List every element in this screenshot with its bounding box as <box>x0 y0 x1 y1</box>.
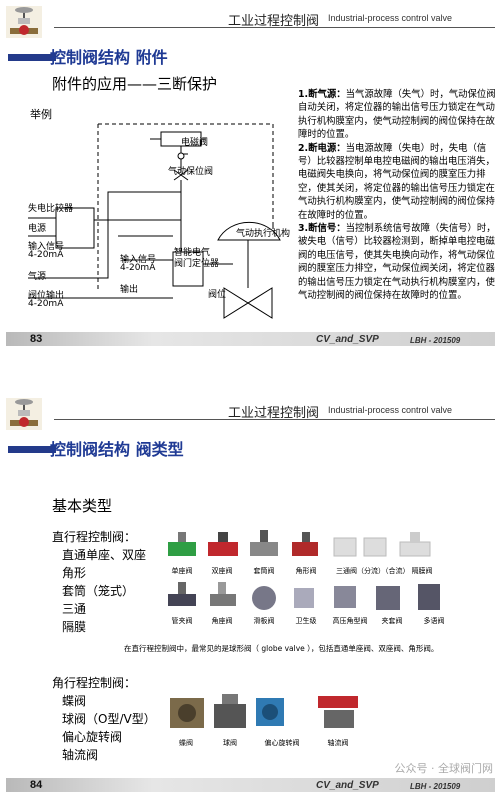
valve-caption: 管夹阀 <box>171 617 193 625</box>
valve-caption: 高压角型阀 <box>332 617 368 625</box>
label-solenoid: 电磁阀 <box>181 138 209 148</box>
valve-caption: 角形阀 <box>295 567 317 575</box>
label-actuator: 气动执行机构 <box>236 229 291 239</box>
title-accent-bar <box>8 54 56 61</box>
title-accent-bar <box>8 446 56 453</box>
ball-valve-icon <box>214 694 246 728</box>
double-seat-valve-icon <box>208 532 238 556</box>
label-power: 电源 <box>28 224 47 234</box>
watermark: 公众号 · 全球阀门网 <box>394 762 494 775</box>
axial-flow-valve-icon <box>318 696 358 728</box>
label-valve-output-range: 4-20mA <box>28 299 64 309</box>
pinch-valve-icon <box>168 582 196 606</box>
butterfly-valve-icon <box>170 698 204 728</box>
valve-caption: 单座阀 <box>171 567 193 575</box>
valve-caption: 角座阀 <box>211 617 233 625</box>
label-input-signal-2: 输入信号 <box>120 255 157 265</box>
linear-item: 角形 <box>62 566 87 580</box>
angle-seat-valve-icon <box>210 582 236 606</box>
multi-port-valve-icon <box>418 584 440 610</box>
label-fail-comparator: 失电比较器 <box>28 204 74 214</box>
cage-valve-icon <box>250 530 278 556</box>
page-number: 83 <box>30 333 43 345</box>
valve-logo-icon <box>6 398 42 430</box>
eccentric-rotary-valve-icon <box>256 698 284 726</box>
slide-subtitle: 基本类型 <box>52 497 113 515</box>
label-valve-output: 阀位输出 <box>28 291 65 301</box>
linear-note: 在直行程控制阀中，最常见的是球形阀（ globe valve ），包括直通单座阀… <box>124 644 439 653</box>
linear-item: 直通单座、双座 <box>62 548 147 562</box>
footer-course: CV_and_SVP <box>316 334 379 345</box>
rotary-item: 偏心旋转阀 <box>62 730 123 744</box>
slide-title: 控制阀结构 附件 <box>50 48 168 67</box>
valve-caption: 卫生级 <box>295 617 317 625</box>
valve-caption: 套筒阀 <box>253 567 275 575</box>
slide-gap <box>0 354 501 392</box>
linear-item: 套筒（笼式） <box>62 584 135 598</box>
paragraph-signal-loss: 3.断信号：当控制系统信号故障（失信号）时，被失电（信号）比较器检测到，断掉单电… <box>298 223 496 302</box>
page-number: 84 <box>30 779 43 791</box>
header-rule <box>54 27 495 28</box>
paragraph-air-loss: 1.断气源：当气源故障（失气）时，气动保位阀自动关闭，将定位器的输出信号压力锁定… <box>298 89 496 141</box>
protection-description: 1.断气源：当气源故障（失气）时，气动保位阀自动关闭，将定位器的输出信号压力锁定… <box>298 88 496 303</box>
valve-caption: 蝶阀 <box>179 739 193 747</box>
header-title-en: Industrial-process control valve <box>328 13 453 23</box>
header-rule <box>54 419 495 420</box>
footer-code: LBH - 201509 <box>410 336 461 345</box>
label-output: 输出 <box>120 285 139 295</box>
diaphragm-valve-icon <box>399 532 431 557</box>
slide-83: 工业过程控制阀 Industrial-process control valve… <box>0 0 501 354</box>
high-pressure-angle-valve-icon <box>334 586 356 608</box>
valve-caption: 轴流阀 <box>327 739 349 747</box>
slide-84: 工业过程控制阀 Industrial-process control valve… <box>0 392 501 802</box>
label-input-range: 4-20mA <box>28 250 64 260</box>
rotary-item: 蝶阀 <box>62 694 87 708</box>
label-air-lock: 气动保位阀 <box>168 167 214 177</box>
header-title-cn: 工业过程控制阀 <box>228 406 320 421</box>
label-smart-positioner-2: 阀门定位器 <box>174 259 220 269</box>
slide-subtitle: 附件的应用——三断保护 <box>52 75 218 93</box>
three-way-valve-icon <box>333 537 387 557</box>
header-title-cn: 工业过程控制阀 <box>228 14 320 29</box>
single-seat-valve-icon <box>168 532 196 556</box>
jacketed-valve-icon <box>376 586 400 610</box>
label-input-signal: 输入信号 <box>28 242 65 252</box>
valve-caption: 多语阀 <box>423 617 445 625</box>
valve-caption: 双座阀 <box>211 567 233 575</box>
footer-course: CV_and_SVP <box>316 780 379 791</box>
valve-caption: 球阀 <box>223 739 237 747</box>
slide-title: 控制阀结构 阀类型 <box>50 440 184 459</box>
valve-caption: 夹套阀 <box>381 617 403 625</box>
rotary-valve-images <box>170 694 358 728</box>
linear-item: 隔膜 <box>62 620 87 634</box>
rotary-heading: 角行程控制阀： <box>52 676 137 690</box>
linear-item: 三通 <box>62 602 87 616</box>
valve-caption: 三通阀（分流）（合流） <box>336 567 410 575</box>
valve-caption: 隔膜阀 <box>411 567 433 575</box>
footer-code: LBH - 201509 <box>410 782 461 791</box>
valve-logo-icon <box>6 6 42 38</box>
angle-valve-icon <box>292 532 318 556</box>
label-gas-source: 气源 <box>28 272 47 282</box>
header-title-en: Industrial-process control valve <box>328 405 453 415</box>
footer-bar <box>6 778 495 792</box>
sanitary-valve-icon <box>294 588 314 608</box>
paragraph-power-loss: 2.断电源：当电源故障（失电）时，失电（信号）比较器控制单电控电磁阀的输出电压消… <box>298 142 495 221</box>
label-smart-positioner-1: 智能电气 <box>174 248 211 258</box>
slide-gate-valve-icon <box>252 586 276 610</box>
label-valve-pos: 阀位 <box>208 290 227 300</box>
label-input-range-2: 4-20mA <box>120 263 156 273</box>
linear-valve-images-row2 <box>168 582 440 610</box>
example-label: 举例 <box>30 108 52 121</box>
three-break-protection-diagram <box>28 123 281 319</box>
rotary-item: 球阀（O型/V型） <box>62 712 156 726</box>
valve-caption: 滑板阀 <box>253 617 275 625</box>
linear-heading: 直行程控制阀： <box>52 530 137 544</box>
valve-caption: 偏心旋转阀 <box>264 739 300 747</box>
rotary-item: 轴流阀 <box>62 748 99 762</box>
footer-bar <box>6 332 495 346</box>
linear-valve-images-row1 <box>168 530 431 557</box>
